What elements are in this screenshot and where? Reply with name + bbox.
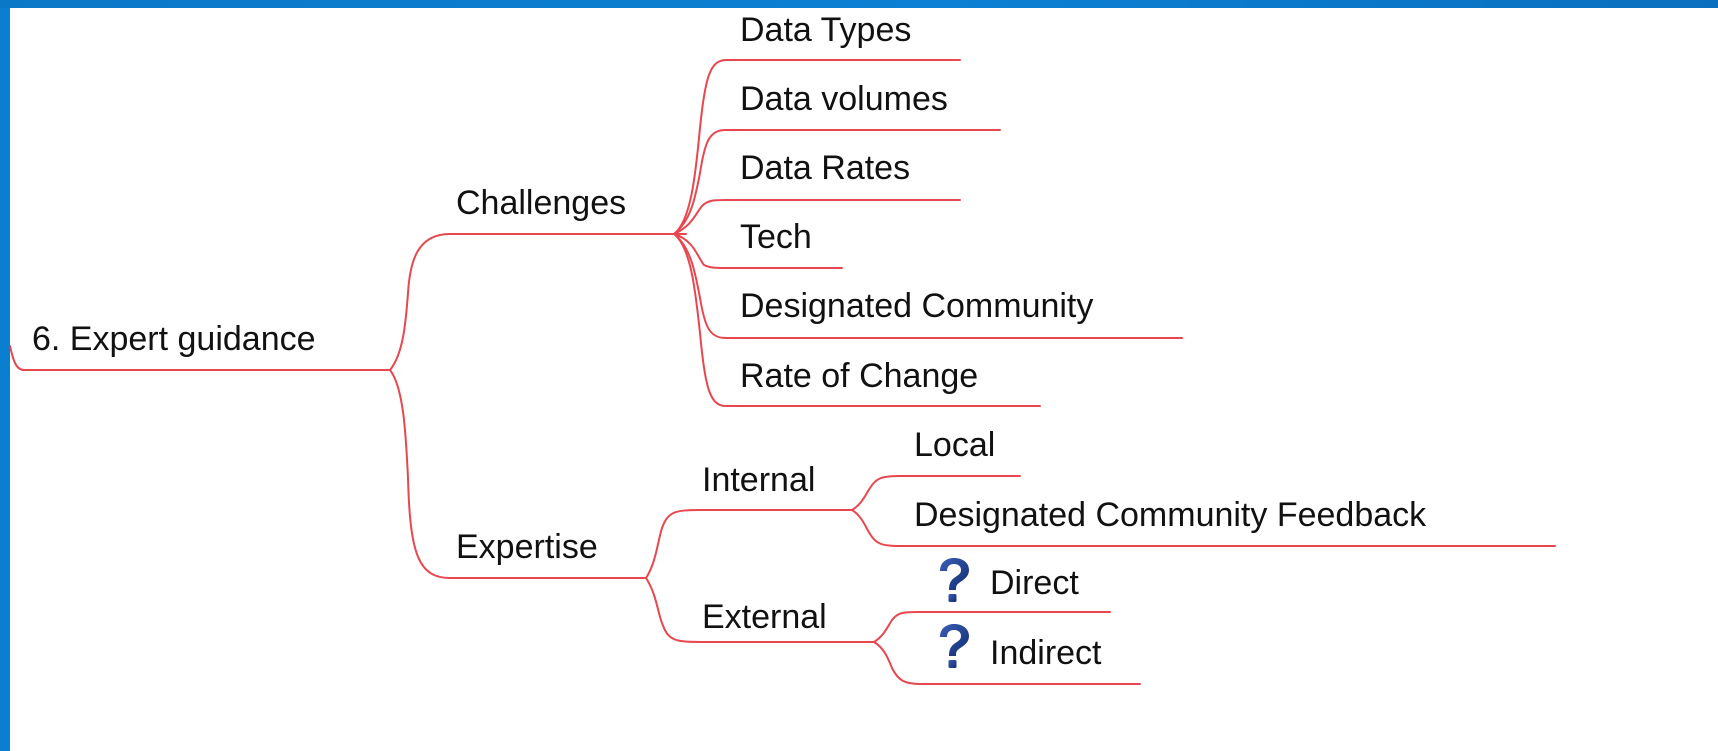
question-mark-icon xyxy=(940,558,969,602)
edge-rate-of-change xyxy=(673,233,1041,407)
root-node: 6. Expert guidance xyxy=(32,320,316,358)
internal-node: Internal xyxy=(702,461,816,499)
mindmap-edges xyxy=(10,59,1556,685)
data-volumes-node: Data volumes xyxy=(740,80,948,118)
edge-expertise-internal xyxy=(645,509,853,579)
indirect-node: Indirect xyxy=(990,634,1102,672)
edge-direct xyxy=(873,611,1111,643)
edge-tech xyxy=(673,233,843,269)
expertise-node: Expertise xyxy=(456,528,598,566)
local-node: Local xyxy=(914,426,996,464)
tech-node: Tech xyxy=(740,218,812,256)
edge-root xyxy=(10,345,391,371)
question-mark-icon xyxy=(940,624,969,668)
designated-community-node: Designated Community xyxy=(740,287,1094,325)
rate-of-change-node: Rate of Change xyxy=(740,357,979,395)
edge-root-expertise xyxy=(389,369,647,579)
mindmap-canvas: 6. Expert guidance Challenges Data Types… xyxy=(10,8,1718,751)
external-node: External xyxy=(702,598,827,636)
edge-indirect xyxy=(873,641,1141,685)
challenges-node: Challenges xyxy=(456,184,627,222)
community-feedback-node: Designated Community Feedback xyxy=(914,496,1427,534)
edge-data-rates xyxy=(673,199,961,235)
data-types-node: Data Types xyxy=(740,11,912,49)
edge-data-types xyxy=(673,59,961,235)
edge-root-challenges xyxy=(389,233,687,371)
edge-local xyxy=(851,475,1021,511)
edge-community-feedback xyxy=(851,509,1556,547)
top-frame-strip xyxy=(0,0,1718,8)
edge-designated-community xyxy=(673,233,1183,339)
edge-expertise-external xyxy=(645,577,875,643)
direct-node: Direct xyxy=(990,564,1079,602)
edge-data-volumes xyxy=(673,129,1001,235)
data-rates-node: Data Rates xyxy=(740,149,911,187)
